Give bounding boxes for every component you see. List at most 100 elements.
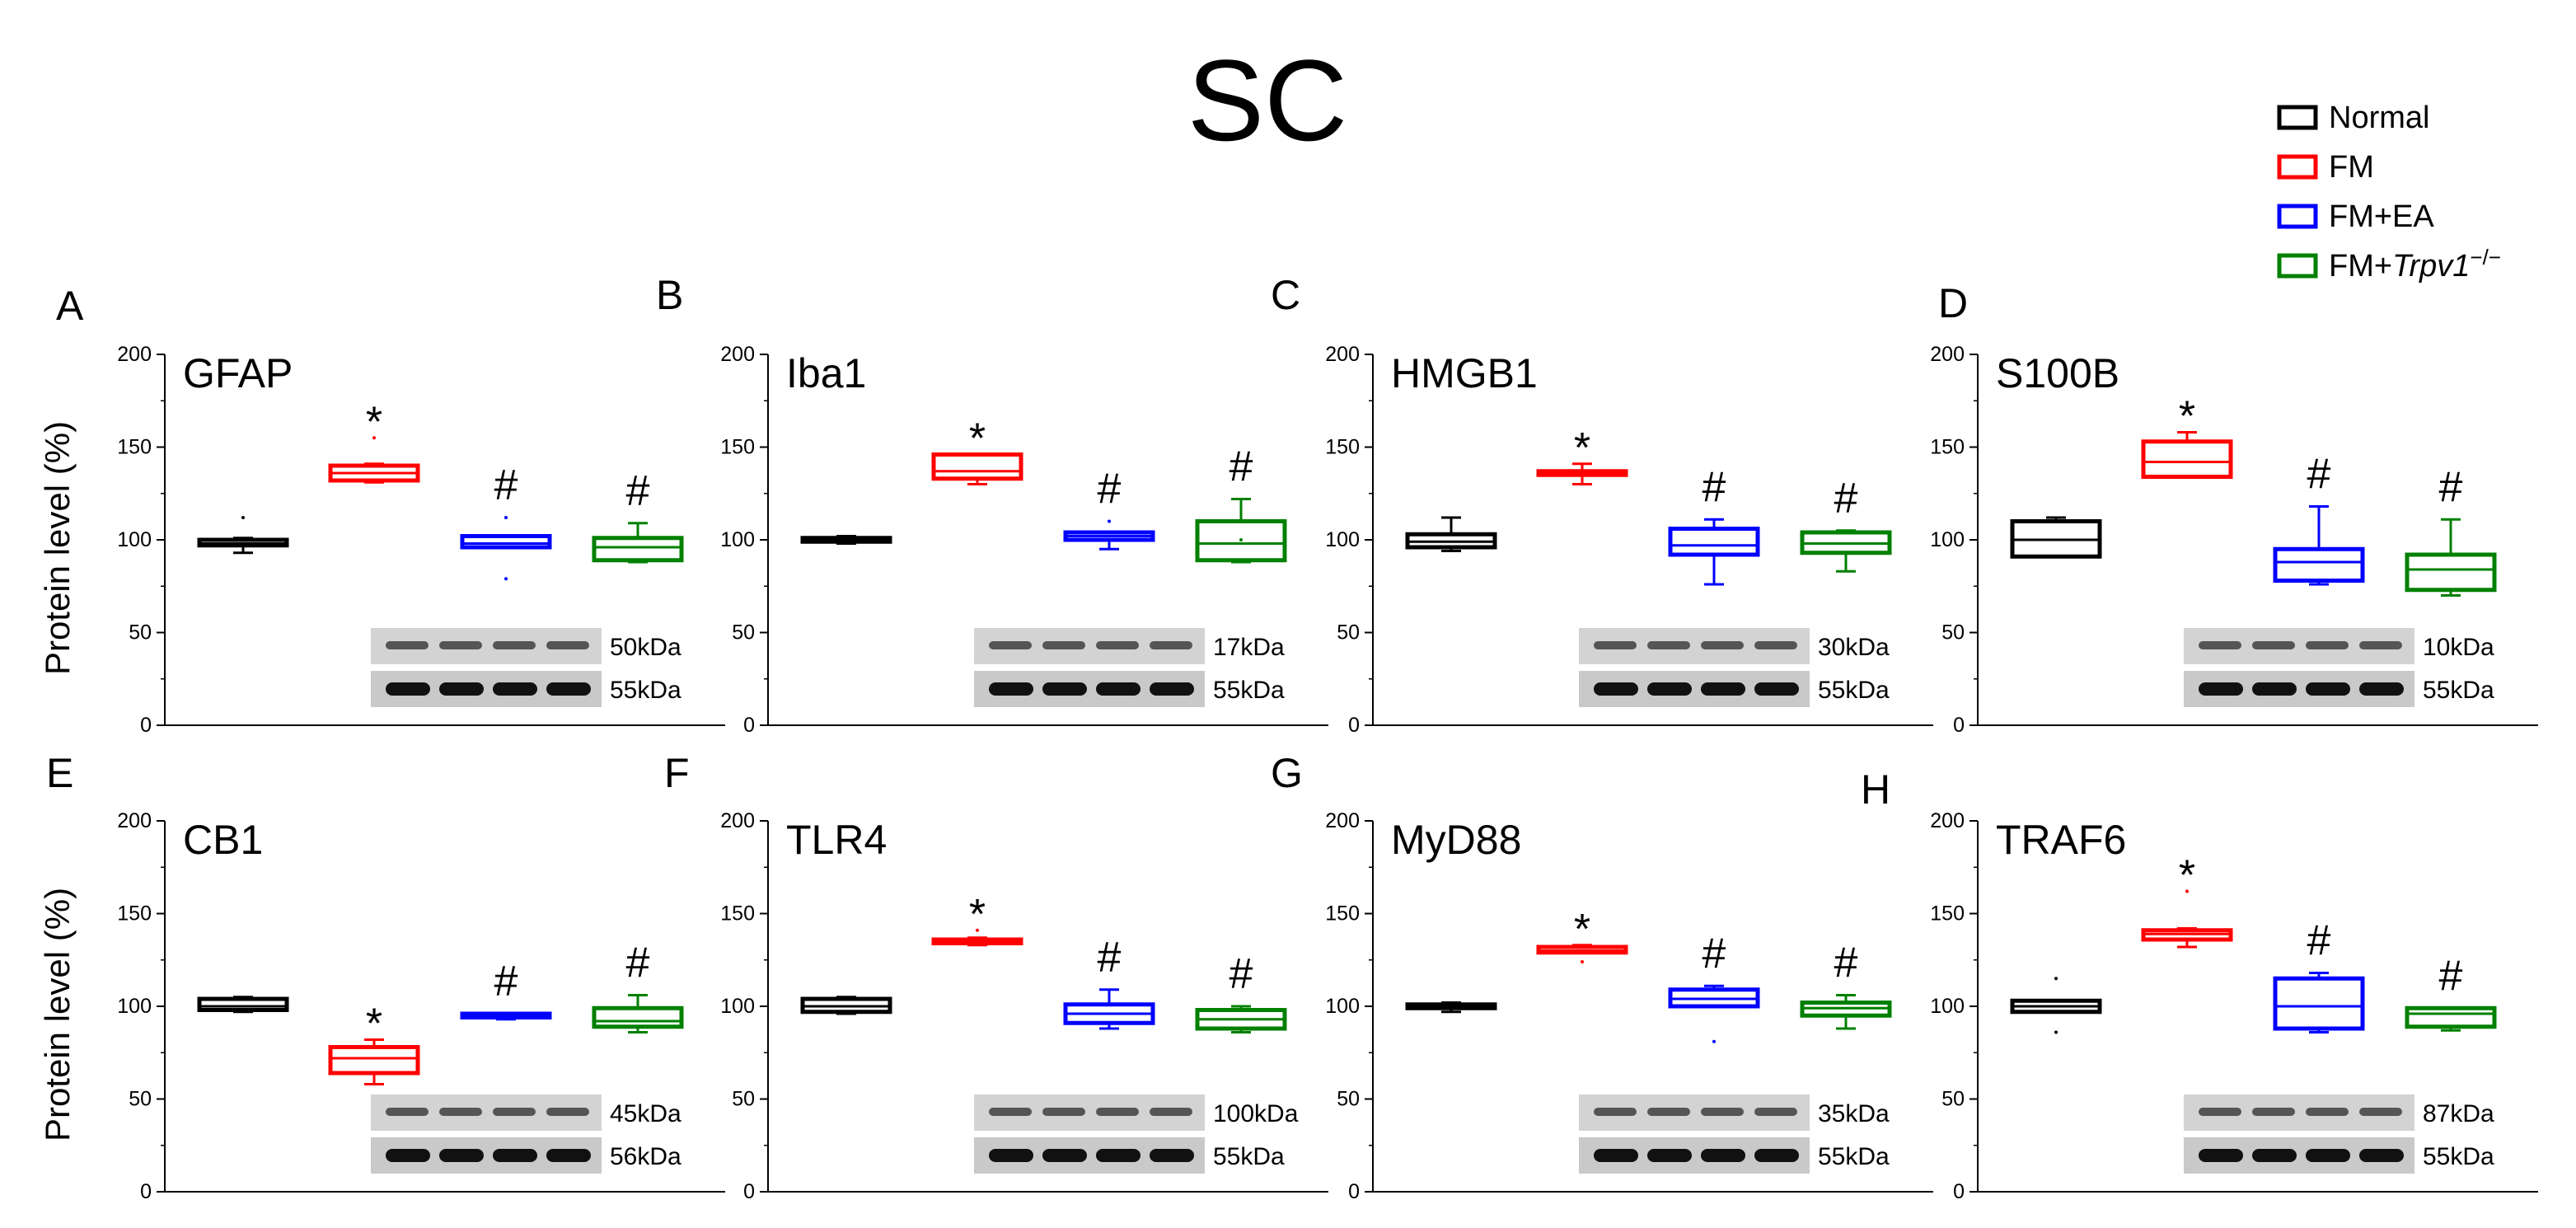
significance-mark: # [1229, 950, 1253, 998]
blot-band [2252, 1149, 2297, 1162]
box-fm-trpv1: # [1195, 950, 1287, 1033]
kda-label-target: 100kDa [1213, 1100, 1299, 1127]
y-tick-label: 50 [129, 621, 152, 644]
blot-band [1096, 1149, 1140, 1162]
box-fm: * [328, 1001, 420, 1085]
blot-band [386, 641, 429, 649]
blot-band [1096, 1108, 1139, 1116]
outlier-point [504, 516, 508, 519]
significance-mark: * [969, 415, 986, 463]
panel-title: CB1 [183, 817, 263, 863]
box-fm: * [2141, 852, 2233, 949]
box-fm-trpv1: # [1195, 443, 1287, 564]
blot-band [1647, 641, 1690, 649]
blot-band [1701, 682, 1745, 696]
blot-band [493, 682, 537, 696]
y-tick-label: 100 [1930, 528, 1965, 551]
blot-band [1701, 1149, 1745, 1162]
panel-letter: A [56, 283, 84, 329]
blot-band [439, 682, 484, 696]
y-tick-label: 0 [1953, 714, 1965, 737]
outlier-point [2185, 889, 2189, 893]
y-tick-label: 150 [720, 436, 755, 459]
y-tick-label: 200 [720, 343, 755, 366]
significance-mark: # [494, 958, 518, 1005]
box-fm: * [931, 415, 1023, 485]
box-fm: * [1536, 424, 1628, 485]
significance-mark: * [2179, 393, 2195, 441]
blot-band [2359, 641, 2402, 649]
blot-band [2306, 1149, 2350, 1162]
box-fm-trpv1: # [592, 467, 684, 564]
outlier-point [1581, 960, 1584, 963]
y-tick-label: 200 [117, 809, 152, 832]
y-tick-label: 100 [1325, 528, 1360, 551]
y-tick-label: 200 [720, 809, 755, 832]
outlier-point [2054, 977, 2058, 981]
y-tick-label: 150 [117, 436, 152, 459]
panel-title: HMGB1 [1391, 350, 1538, 396]
kda-label-target: 50kDa [610, 634, 681, 661]
y-tick-label: 50 [129, 1088, 152, 1111]
y-tick-label: 50 [1941, 621, 1965, 644]
box-fm-ea: # [1063, 466, 1155, 551]
kda-label-target: 30kDa [1818, 634, 1890, 661]
y-tick-label: 0 [1953, 1180, 1965, 1203]
box-normal [1405, 516, 1497, 552]
blot-band [2199, 1108, 2241, 1116]
y-tick-label: 100 [1930, 995, 1965, 1018]
outlier-point [976, 928, 979, 932]
y-tick-label: 100 [720, 528, 755, 551]
kda-label-target: 10kDa [2423, 634, 2494, 661]
y-tick-label: 200 [1325, 809, 1360, 832]
blot-band [2306, 1108, 2349, 1116]
y-tick-label: 0 [743, 1180, 755, 1203]
blot-band [989, 641, 1032, 649]
panel-title: S100B [1996, 350, 2119, 396]
kda-label-control: 55kDa [1818, 677, 1890, 704]
box-normal [2010, 516, 2102, 559]
blot-band [1096, 641, 1139, 649]
outlier-point [1239, 538, 1243, 541]
blot-band [439, 1149, 484, 1162]
y-tick-label: 50 [732, 621, 755, 644]
significance-mark: # [1098, 466, 1122, 513]
box-normal [197, 996, 289, 1014]
y-tick-label: 100 [720, 995, 755, 1018]
kda-label-target: 17kDa [1213, 634, 1285, 661]
blot-band [1701, 641, 1744, 649]
significance-mark: # [626, 467, 650, 515]
blot-band [1754, 641, 1797, 649]
western-blot: 30kDa 55kDa [1579, 628, 1890, 707]
blot-band [1150, 1108, 1192, 1116]
blot-band [386, 1108, 429, 1116]
y-axis-label: Protein level (%) [38, 421, 77, 675]
kda-label-target: 35kDa [1818, 1100, 1890, 1127]
y-tick-label: 200 [117, 343, 152, 366]
panel-letter: D [1938, 280, 1968, 326]
y-tick-label: 100 [117, 528, 152, 551]
significance-mark: # [2307, 917, 2331, 965]
blot-band [1042, 1149, 1087, 1162]
significance-mark: # [2307, 451, 2331, 499]
significance-mark: # [494, 462, 518, 509]
box-fm-trpv1: # [1800, 475, 1892, 573]
box-fm-ea: # [1063, 934, 1155, 1030]
legend-label: FM [2329, 150, 2374, 185]
blot-band [1647, 1108, 1690, 1116]
significance-mark: # [2439, 952, 2463, 1000]
y-tick-label: 150 [1325, 436, 1360, 459]
panel-title: TRAF6 [1996, 817, 2126, 863]
blot-band [1594, 1108, 1637, 1116]
legend-swatch [2277, 154, 2318, 180]
outlier-point [504, 577, 508, 581]
